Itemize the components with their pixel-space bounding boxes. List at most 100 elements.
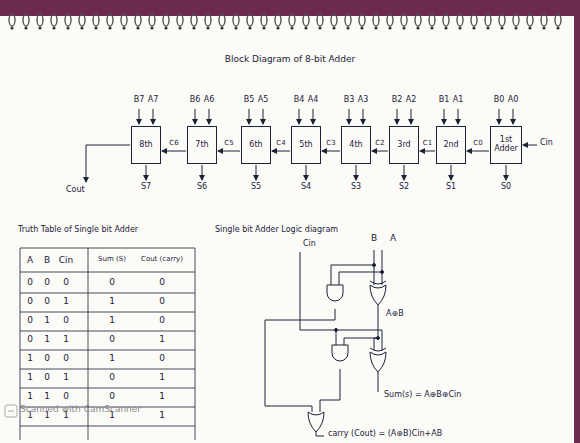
diagram-title: Block Diagram of 8-bit Adder: [225, 55, 355, 65]
table-cell: 0: [159, 354, 165, 364]
table-cell: 0: [159, 316, 165, 326]
carry-out: Cout: [66, 186, 85, 195]
table-cell: 0: [27, 278, 33, 288]
adder-label: 6th: [249, 141, 262, 150]
input-name: A1: [453, 96, 464, 105]
table-header: Cout (carry): [141, 256, 183, 264]
table-cell: 0: [63, 354, 69, 364]
adder-label: 3rd: [397, 141, 410, 150]
table-cell: 0: [27, 335, 33, 345]
signal-name: A: [390, 234, 396, 244]
table-cell: 0: [27, 316, 33, 326]
table-header: A: [27, 256, 33, 266]
table-cell: 1: [63, 373, 69, 383]
table-cell: 1: [159, 373, 165, 383]
adder-label: 8th: [139, 141, 152, 150]
adder-label: 1st Adder: [493, 136, 519, 154]
table-cell: 0: [63, 392, 69, 402]
table-cell: 1: [159, 335, 165, 345]
input-name: B1: [439, 96, 450, 105]
table-cell: 1: [44, 392, 50, 402]
carry-label: C2: [374, 140, 385, 147]
table-cell: 1: [27, 373, 33, 383]
input-name: A2: [406, 96, 417, 105]
signal-name: A⊕B: [386, 310, 404, 319]
table-cell: 1: [27, 392, 33, 402]
input-name: A7: [148, 96, 159, 105]
input-name: A0: [508, 96, 519, 105]
sum-output: S4: [301, 183, 311, 192]
adder-box: 7th: [187, 126, 217, 164]
table-cell: 0: [109, 392, 115, 402]
table-cell: 0: [159, 278, 165, 288]
input-name: A5: [258, 96, 269, 105]
table-heading: Truth Table of Single bit Adder: [18, 226, 138, 235]
adder-box: 4th: [341, 126, 371, 164]
sum-output: S2: [399, 183, 409, 192]
table-header: B: [44, 256, 50, 266]
table-cell: 1: [159, 392, 165, 402]
table-cell: 1: [109, 316, 115, 326]
adder-label: 4th: [349, 141, 362, 150]
logic-heading: Single bit Adder Logic diagram: [215, 226, 338, 235]
input-name: B2: [392, 96, 403, 105]
sum-output: S0: [501, 183, 511, 192]
input-name: B7: [134, 96, 145, 105]
table-cell: 1: [44, 316, 50, 326]
input-name: A6: [204, 96, 215, 105]
carry-label: C1: [422, 140, 433, 147]
table-header: Cin: [59, 256, 74, 266]
table-cell: 0: [63, 278, 69, 288]
table-cell: 0: [63, 316, 69, 326]
carry-label: C0: [472, 140, 483, 147]
sum-output: S1: [446, 183, 456, 192]
adder-label: 5th: [299, 141, 312, 150]
adder-box: 3rd: [389, 126, 419, 164]
table-cell: 1: [63, 297, 69, 307]
carry-connector: [372, 151, 388, 152]
carry-connector: [218, 151, 240, 152]
table-cell: 0: [44, 373, 50, 383]
sum-output: S6: [197, 183, 207, 192]
carry-label: C6: [168, 140, 179, 147]
table-cell: 0: [44, 278, 50, 288]
table-cell: 0: [159, 297, 165, 307]
table-cell: 1: [44, 335, 50, 345]
table-cell: 1: [63, 335, 69, 345]
carry-connector: [467, 151, 489, 152]
input-name: B3: [344, 96, 355, 105]
watermark: Scanned with CamScanner: [20, 405, 141, 415]
sum-output: S5: [251, 183, 261, 192]
sum-output: S7: [141, 183, 151, 192]
table-cell: 0: [44, 354, 50, 364]
signal-name: B: [371, 234, 377, 244]
input-name: A4: [308, 96, 319, 105]
input-name: B5: [244, 96, 255, 105]
equation: Sum(s) = A⊕B⊕Cin: [384, 391, 461, 400]
table-cell: 1: [159, 411, 165, 421]
carry-connector: [322, 151, 340, 152]
adder-box: 1st Adder: [490, 126, 522, 164]
table-cell: 0: [109, 373, 115, 383]
input-name: B4: [294, 96, 305, 105]
input-name: A3: [358, 96, 369, 105]
adder-box: 6th: [241, 126, 271, 164]
adder-box: 8th: [131, 126, 161, 164]
sum-output: S3: [351, 183, 361, 192]
input-name: B6: [190, 96, 201, 105]
adder-label: 2nd: [443, 141, 458, 150]
adder-box: 2nd: [436, 126, 466, 164]
equation: carry (Cout) = (A⊕B)Cin+AB: [328, 430, 442, 439]
carry-in: Cin: [540, 139, 553, 148]
carry-label: C3: [325, 140, 336, 147]
signal-name: Cin: [303, 240, 316, 249]
carry-connector: [272, 151, 290, 152]
table-cell: 1: [109, 297, 115, 307]
carry-label: C5: [223, 140, 234, 147]
table-cell: 1: [109, 354, 115, 364]
table-cell: 0: [44, 297, 50, 307]
table-header: Sum (S): [98, 256, 126, 264]
input-name: B0: [494, 96, 505, 105]
